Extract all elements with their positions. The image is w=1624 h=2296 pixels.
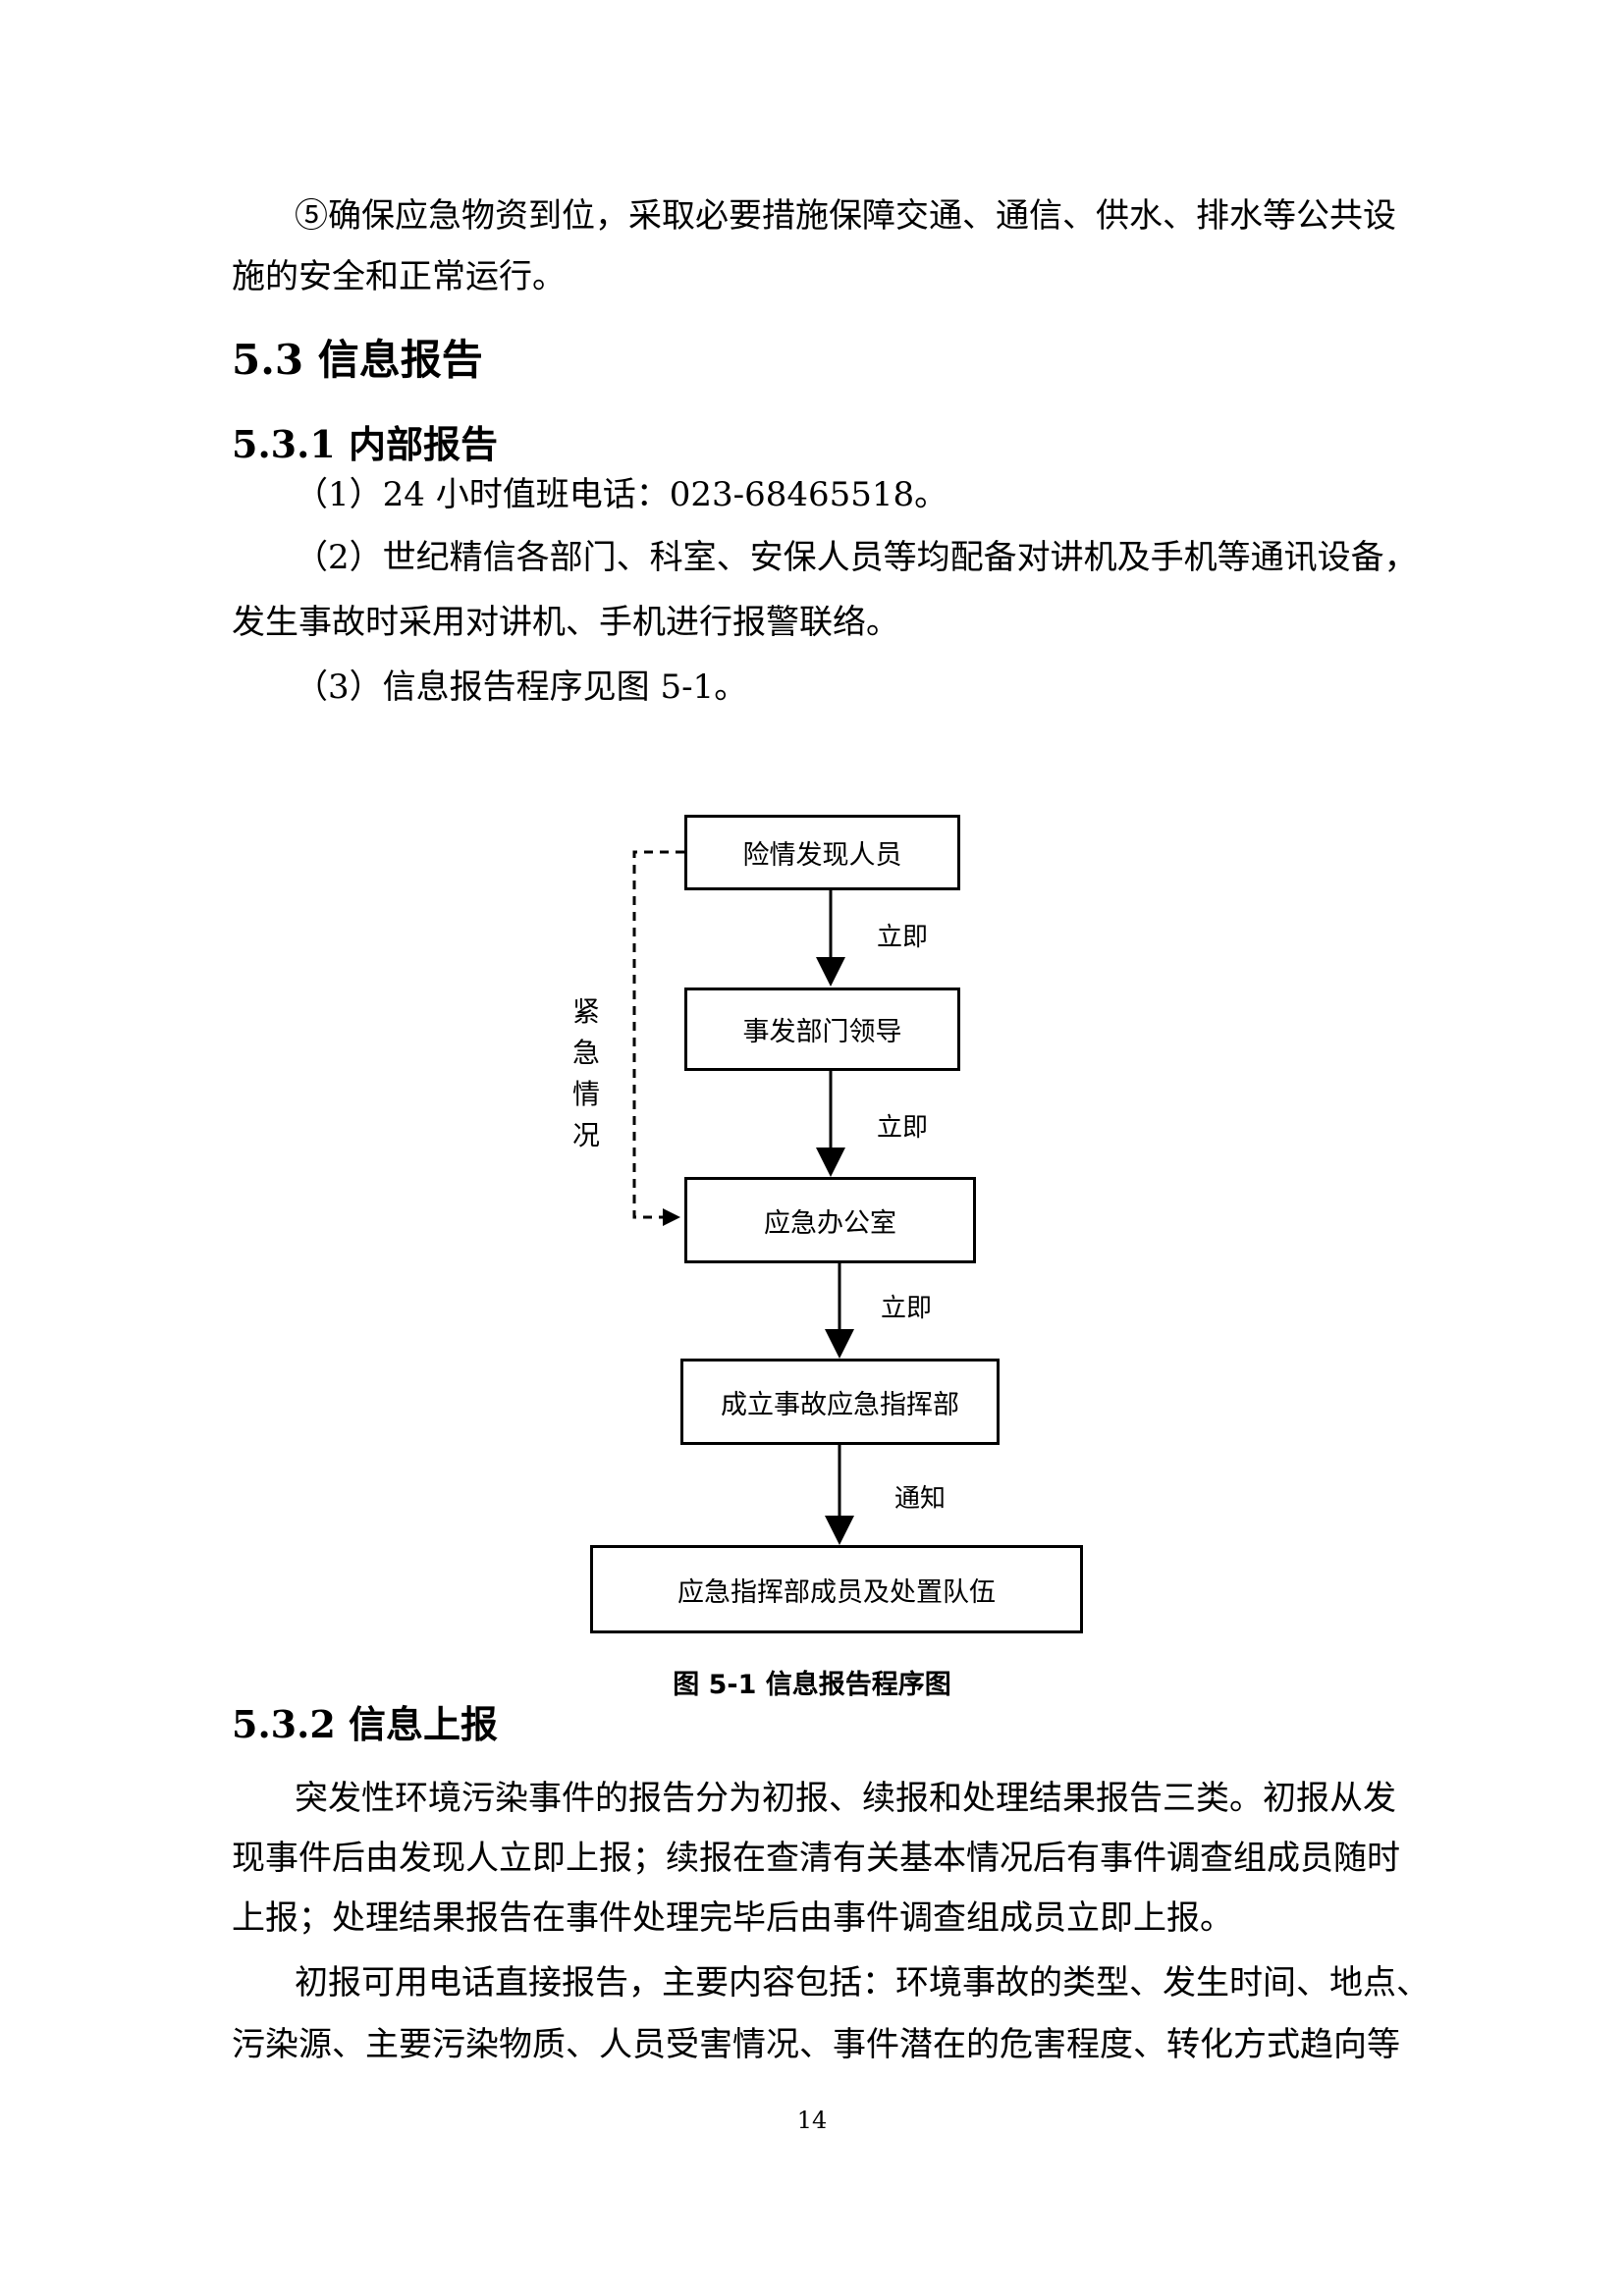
flow-box-members-teams: 应急指挥部成员及处置队伍 bbox=[590, 1545, 1083, 1633]
paragraph-line: 发生事故时采用对讲机、手机进行报警联络。 bbox=[232, 603, 899, 642]
flow-label-immediate: 立即 bbox=[877, 923, 929, 952]
list-item: （3）信息报告程序见图 5-1。 bbox=[295, 667, 748, 707]
paragraph-line: 初报可用电话直接报告，主要内容包括：环境事故的类型、发生时间、地点、 bbox=[295, 1963, 1430, 2002]
bypass-dashed-arrow bbox=[632, 850, 684, 1226]
flow-box-department-leader: 事发部门领导 bbox=[684, 988, 960, 1071]
flow-label-immediate: 立即 bbox=[881, 1294, 933, 1323]
section-heading-5-3-2: 5.3.2 信息上报 bbox=[232, 1702, 499, 1746]
flow-box-emergency-office: 应急办公室 bbox=[684, 1177, 976, 1263]
paragraph-line: ⑤确保应急物资到位，采取必要措施保障交通、通信、供水、排水等公共设 bbox=[295, 196, 1396, 236]
section-heading-5-3-1: 5.3.1 内部报告 bbox=[232, 422, 499, 466]
paragraph-line: 现事件后由发现人立即上报；续报在查清有关基本情况后有事件调查组成员随时 bbox=[232, 1839, 1400, 1878]
paragraph-line: 污染源、主要污染物质、人员受害情况、事件潜在的危害程度、转化方式趋向等 bbox=[232, 2025, 1400, 2064]
page-number: 14 bbox=[796, 2107, 828, 2134]
flow-box-discoverer: 险情发现人员 bbox=[684, 815, 960, 890]
flow-box-command-center: 成立事故应急指挥部 bbox=[680, 1359, 1000, 1445]
flow-label-notify: 通知 bbox=[894, 1484, 947, 1514]
figure-caption: 图 5-1 信息报告程序图 bbox=[673, 1670, 951, 1700]
flowchart-connectors bbox=[632, 850, 854, 1545]
list-item: （2）世纪精信各部门、科室、安保人员等均配备对讲机及手机等通讯设备， bbox=[295, 538, 1418, 577]
section-heading-5-3: 5.3 信息报告 bbox=[232, 336, 483, 384]
paragraph-line: 突发性环境污染事件的报告分为初报、续报和处理结果报告三类。初报从发 bbox=[295, 1779, 1396, 1818]
list-item: （1）24 小时值班电话：023-68465518。 bbox=[295, 475, 948, 514]
flow-label-immediate: 立即 bbox=[877, 1113, 929, 1143]
paragraph-line: 上报；处理结果报告在事件处理完毕后由事件调查组成员立即上报。 bbox=[232, 1898, 1233, 1938]
flow-label-emergency-bypass: 紧急情况 bbox=[571, 995, 600, 1151]
paragraph-line: 施的安全和正常运行。 bbox=[232, 257, 566, 296]
